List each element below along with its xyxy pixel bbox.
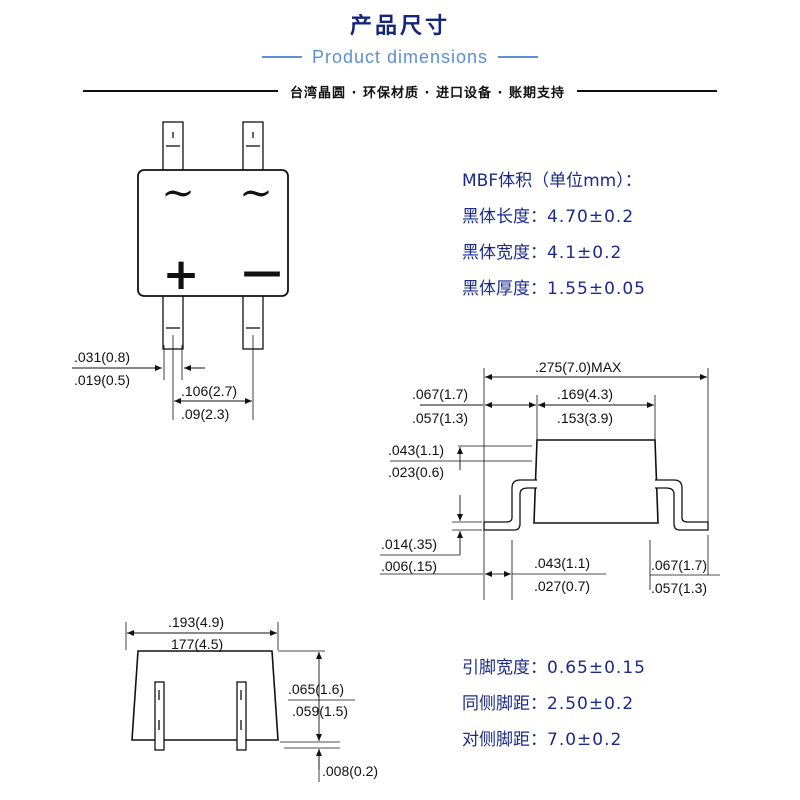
lead-side-right [655,479,709,531]
dim-front-height-max: .065(1.6) [288,681,344,697]
dim-front-height-min: .059(1.5) [292,703,348,719]
subtitle-dash-right [498,56,539,58]
dim-lead-thickness-max: .014(.35) [381,536,437,552]
dim-body-max: .169(4.3) [557,386,613,402]
dim-lead-width-max: .031(0.8) [74,349,130,365]
dim-front-width-max: .193(4.9) [168,614,224,630]
spec-value: 2.50±0.2 [547,694,635,714]
dim-height-min: .023(0.6) [388,464,444,480]
spec-row-opposite-pitch: 对侧脚距：7.0±0.2 [462,725,622,750]
dim-foot-min: .027(0.7) [534,578,590,594]
spec-value: 1.55±0.05 [547,279,646,299]
plus-symbol: + [163,249,200,300]
spec-row-same-side-pitch: 同侧脚距：2.50±0.2 [462,689,634,714]
spec-value: 0.65±0.15 [547,658,646,678]
dim-pitch-max: .106(2.7) [181,383,237,399]
dim-shoulder-max: .067(1.7) [412,386,468,402]
page-subtitle: Product dimensions [311,46,489,67]
lead-top-right [242,121,264,175]
spec-label: 引脚宽度： [462,658,547,678]
lead-side-left [483,479,537,531]
dim-body-min: .153(3.9) [557,410,613,426]
spec-row-length: 黑体长度：4.70±0.2 [462,202,634,227]
side-view [380,368,720,600]
spec-row-width: 黑体宽度：4.1±0.2 [462,238,622,263]
package-body-side [533,439,659,524]
spec-value: 4.70±0.2 [547,207,635,227]
dim-pitch-min: .09(2.3) [181,406,229,422]
dim-lead-width-min: .019(0.5) [74,372,130,388]
spec-row-thickness: 黑体厚度：1.55±0.05 [462,274,646,299]
dim-foot-right-min: .057(1.3) [651,580,707,596]
lead-top-left [162,121,184,175]
dim-lead-thickness-min: .006(.15) [381,558,437,574]
dim-front-width-min: 177(4.5) [171,636,223,652]
dim-standoff: .008(0.2) [322,763,378,779]
spec-value: 4.1±0.2 [547,243,623,263]
lead-front-right [236,681,247,751]
spec-label: 对侧脚距： [462,730,547,750]
subtitle-dash-left [261,56,302,58]
spec-label: 黑体宽度： [462,243,547,263]
dim-foot-right-max: .067(1.7) [651,557,707,573]
package-body-front [131,650,279,741]
front-view [125,622,355,782]
ac-symbol-right: ~ [239,170,273,216]
spec-row-lead-width: 引脚宽度：0.65±0.15 [462,653,646,678]
page-title: 产品尺寸 [349,14,450,39]
dim-shoulder-min: .057(1.3) [412,410,468,426]
minus-symbol: — [242,249,282,295]
lead-front-left [154,681,165,751]
ac-symbol-left: ~ [161,170,195,216]
slogan-line-left [83,90,278,92]
slogan-text: 台湾晶圆 · 环保材质 · 进口设备 · 账期支持 [290,85,565,101]
subtitle-row: Product dimensions [0,44,800,70]
spec-value: 7.0±0.2 [547,730,623,750]
spec-label: 黑体长度： [462,207,547,227]
package-body-top [137,169,289,297]
slogan-line-right [576,90,717,92]
dim-height-max: .043(1.1) [388,442,444,458]
spec-label: 黑体厚度： [462,279,547,299]
dim-foot-max: .043(1.1) [534,555,590,571]
slogan-row: 台湾晶圆 · 环保材质 · 进口设备 · 账期支持 [0,80,800,102]
spec-heading: MBF体积（单位mm）： [462,171,642,191]
spec-label: 同侧脚距： [462,694,547,714]
dim-overall-length: .275(7.0)MAX [535,359,622,375]
top-view [72,121,289,420]
